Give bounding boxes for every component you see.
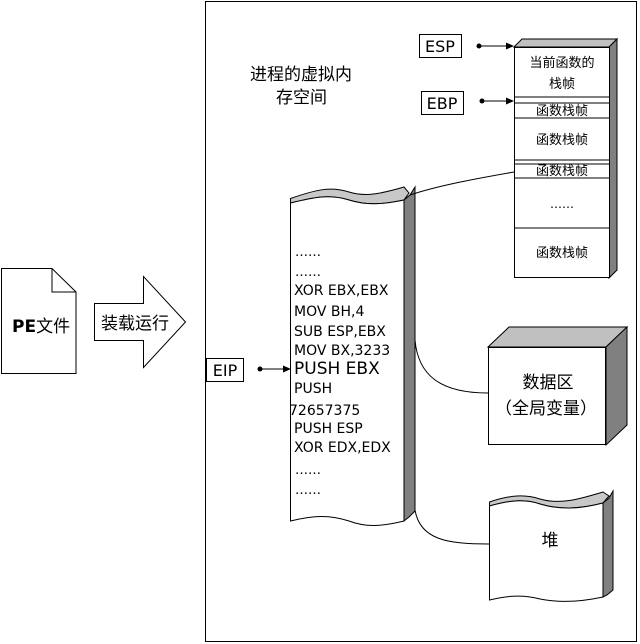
- stack-frame-label: 函数栈帧: [536, 164, 588, 179]
- stack-frame-label: 函数栈帧: [536, 133, 588, 148]
- stack-frame-label: 函数栈帧: [536, 246, 588, 261]
- code-to-stack-connector: [409, 171, 515, 196]
- code-line: ……: [295, 463, 321, 478]
- heap-box: 堆: [489, 489, 614, 602]
- code-to-data-connector: [414, 339, 489, 394]
- pe-file-label-rest: 文件: [36, 317, 70, 337]
- data-area-sublabel: （全局变量）: [495, 399, 597, 419]
- code-line-current: PUSH EBX: [294, 359, 380, 379]
- code-line: SUB ESP,EBX: [294, 324, 386, 340]
- eip-arrowhead: [283, 365, 291, 373]
- code-line: ……: [295, 483, 321, 498]
- data-area-box: 数据区 （全局变量）: [486, 325, 629, 447]
- code-line: ……: [295, 245, 321, 260]
- code-line: ……: [295, 265, 321, 280]
- ebp-register: EBP: [421, 91, 514, 115]
- stack-frame-current-line2: 栈帧: [549, 77, 575, 92]
- stack-frame-label: 函数栈帧: [536, 104, 588, 119]
- pe-file-icon: PE文件: [1, 268, 77, 374]
- code-line: 72657375: [289, 403, 360, 419]
- stack-column: 当前函数的 栈帧 函数栈帧 函数栈帧 函数栈帧 …… 函数栈帧: [512, 37, 619, 280]
- code-segment: …… …… XOR EBX,EBX MOV BH,4 SUB ESP,EBX M…: [289, 185, 416, 526]
- process-space-title-line1: 进程的虚拟内: [250, 65, 352, 85]
- ebp-arrowhead: [506, 97, 514, 105]
- eip-label: EIP: [213, 361, 238, 380]
- ebp-label: EBP: [427, 94, 458, 113]
- code-line: MOV BX,3233: [294, 343, 390, 359]
- load-arrow-label: 装载运行: [101, 314, 169, 334]
- pe-file-label-bold: PE: [12, 317, 36, 337]
- load-arrow: 装载运行: [94, 275, 187, 369]
- stack-frame-ellipsis: ……: [550, 197, 574, 211]
- code-line: XOR EBX,EBX: [294, 283, 389, 299]
- stack-frame-current-line1: 当前函数的: [529, 55, 594, 71]
- code-line: XOR EDX,EDX: [294, 440, 391, 456]
- code-line: MOV BH,4: [294, 304, 364, 320]
- code-line: PUSH ESP: [294, 421, 363, 437]
- code-line: PUSH: [294, 381, 332, 397]
- esp-arrowhead: [506, 42, 514, 50]
- code-to-heap-connector: [414, 509, 490, 545]
- data-area-label: 数据区: [523, 373, 574, 393]
- heap-label: 堆: [542, 531, 559, 551]
- esp-register: ESP: [419, 34, 514, 58]
- pe-file-label: PE文件: [12, 317, 70, 337]
- process-space-title-line2: 存空间: [276, 88, 327, 108]
- eip-register: EIP: [206, 358, 291, 382]
- esp-label: ESP: [425, 37, 455, 56]
